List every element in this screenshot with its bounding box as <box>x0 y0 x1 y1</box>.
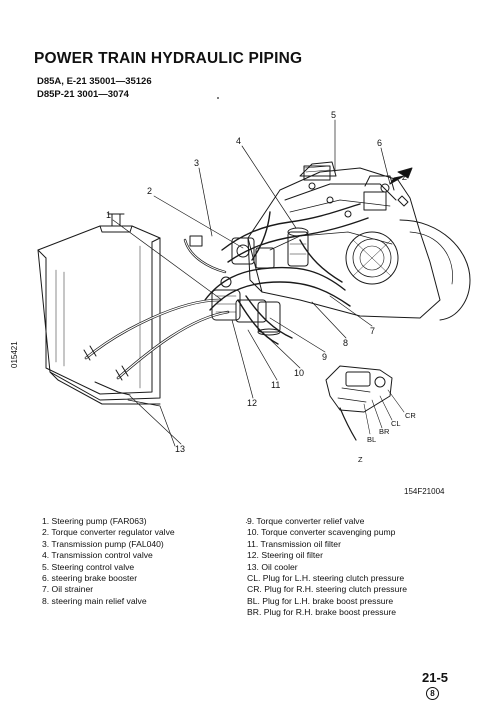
inset-label-cl: CL <box>391 419 401 428</box>
piping-bundle <box>204 203 369 345</box>
legend-item: CR. Plug for R.H. steering clutch pressu… <box>247 584 407 595</box>
speck <box>217 97 219 99</box>
legend-item: 3. Transmission pump (FAL040) <box>42 538 164 549</box>
callout-10: 10 <box>294 368 304 378</box>
revision-mark: 8 <box>426 687 439 700</box>
callout-labels: 1 2 3 4 5 6 7 8 9 10 11 12 13 Z CR CL BR… <box>106 110 416 464</box>
page-number: 21-5 <box>422 670 449 685</box>
view-marker-z: Z <box>402 173 407 182</box>
model-line-2: D85P-21 3001—3074 <box>37 89 129 100</box>
legend-item: 6. steering brake booster <box>42 573 138 584</box>
legend-item: 5. Steering control valve <box>42 561 135 572</box>
legend-item: BL. Plug for L.H. brake boost pressure <box>247 595 394 606</box>
callout-12: 12 <box>247 398 257 408</box>
legend-item: 11. Transmission oil filter <box>247 538 341 549</box>
legend-item: 7. Oil strainer <box>42 584 94 595</box>
legend-item: 13. Oil cooler <box>247 561 298 572</box>
callout-3: 3 <box>194 158 199 168</box>
callout-2: 2 <box>147 186 152 196</box>
legend-item: BR. Plug for R.H. brake boost pressure <box>247 607 397 618</box>
callout-9: 9 <box>322 352 327 362</box>
components <box>189 165 387 336</box>
figure-code: 154F21004 <box>404 487 445 496</box>
legend-item: 4. Transmission control valve <box>42 550 153 561</box>
legend-item: CL. Plug for L.H. steering clutch pressu… <box>247 573 405 584</box>
cooler-hoses <box>83 238 230 381</box>
callout-4: 4 <box>236 136 241 146</box>
legend-item: 2. Torque converter regulator valve <box>42 527 175 538</box>
legend-item: 9. Torque converter relief valve <box>247 516 365 526</box>
model-line-1: D85A, E-21 35001—35126 <box>37 76 152 87</box>
legend-item: 12. Steering oil filter <box>247 550 323 561</box>
inset-label-bl: BL <box>367 435 376 444</box>
callout-7: 7 <box>370 326 375 336</box>
legend-item: 10. Torque converter scavenging pump <box>247 527 396 538</box>
inset-label-cr: CR <box>405 411 416 420</box>
inset-label-br: BR <box>379 427 390 436</box>
legend-right: 9. Torque converter relief valve 10. Tor… <box>247 516 407 619</box>
callout-5: 5 <box>331 110 336 120</box>
transmission-housing <box>247 161 471 321</box>
page-title: POWER TRAIN HYDRAULIC PIPING <box>34 50 303 67</box>
legend-left: 1. Steering pump (FAR063) 2. Torque conv… <box>42 516 175 607</box>
legend-item: 8. steering main relief valve <box>42 595 147 606</box>
inset-label-z: Z <box>358 455 363 464</box>
inset-view-z <box>325 365 405 441</box>
callout-6: 6 <box>377 138 382 148</box>
bullet-mark: · <box>245 518 248 527</box>
callout-1: 1 <box>106 210 111 220</box>
legend-item: 1. Steering pump (FAR063) <box>42 516 147 526</box>
view-arrow-z <box>389 167 413 185</box>
callout-8: 8 <box>343 338 348 348</box>
leader-lines <box>112 119 391 445</box>
callout-13: 13 <box>175 444 185 454</box>
callout-11: 11 <box>271 380 280 390</box>
radiator-frame <box>37 213 176 447</box>
